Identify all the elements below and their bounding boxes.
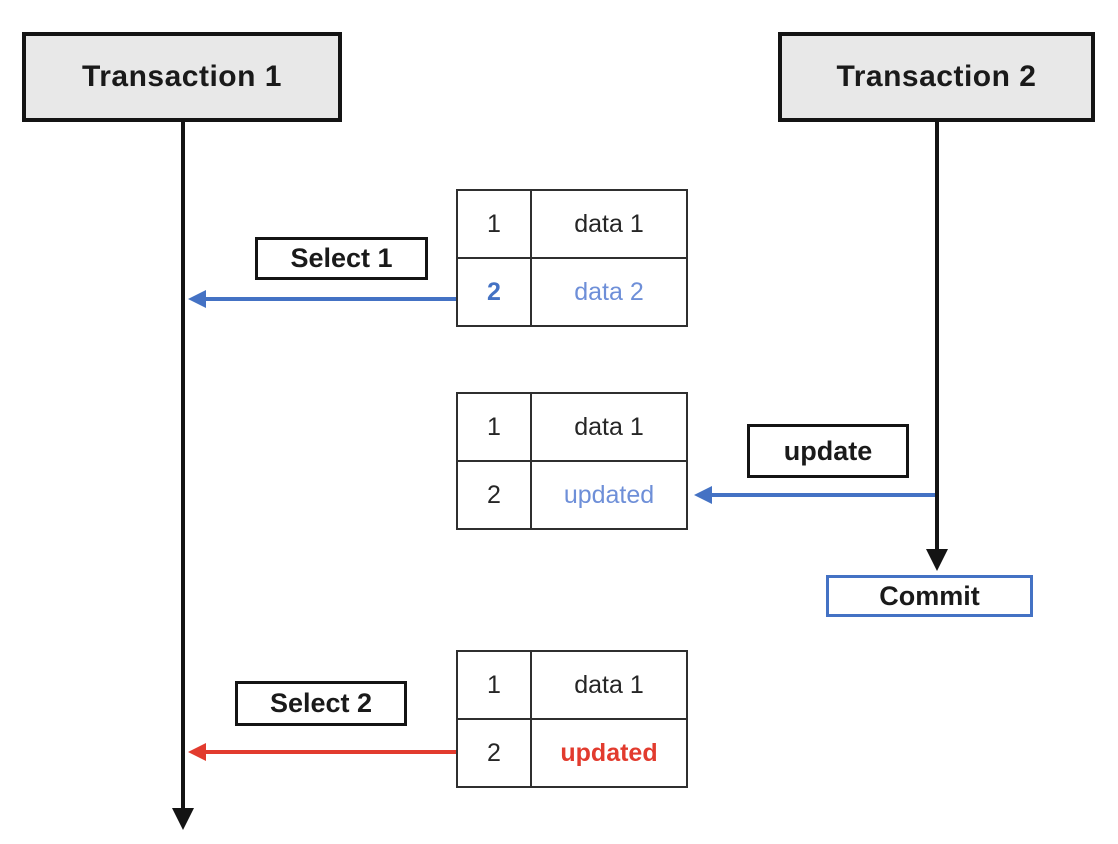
actor-transaction-1-label: Transaction 1: [82, 60, 282, 93]
row-key: 1: [458, 652, 532, 718]
select-2-label: Select 2: [269, 688, 373, 718]
row-key: 2: [458, 720, 532, 786]
table-row: 1 data 1: [458, 394, 686, 460]
update-result-table: 1 data 1 2 updated: [456, 392, 688, 530]
select-2-arrow: [188, 743, 456, 761]
row-value: data 2: [574, 277, 644, 306]
commit-label-box: Commit: [826, 575, 1033, 617]
select-2-label-box: Select 2: [235, 681, 407, 726]
table-row: 2 updated: [458, 460, 686, 528]
row-value: data 1: [574, 670, 644, 699]
row-key: 1: [458, 191, 532, 257]
row-value: updated: [563, 480, 655, 509]
row-key: 1: [458, 394, 532, 460]
actor-transaction-2-label: Transaction 2: [836, 60, 1037, 93]
row-key: 2: [458, 462, 532, 528]
select-1-label: Select 1: [290, 243, 393, 273]
select-1-arrow: [188, 290, 456, 308]
select-2-result-table: 1 data 1 2 updated: [456, 650, 688, 788]
table-row: 1 data 1: [458, 191, 686, 257]
transaction-1-lifeline-arrowhead-icon: [172, 808, 194, 830]
actor-transaction-2: Transaction 2: [778, 32, 1095, 122]
transaction-2-commit-arrowhead-icon: [926, 549, 948, 571]
table-row: 2 updated: [458, 718, 686, 786]
row-value: data 1: [574, 209, 644, 238]
commit-label: Commit: [879, 580, 980, 611]
transaction-2-lifeline: [935, 122, 939, 550]
select-1-result-table: 1 data 1 2 data 2: [456, 189, 688, 327]
update-arrow: [694, 486, 935, 504]
row-value: data 1: [574, 412, 644, 441]
actor-transaction-1: Transaction 1: [22, 32, 342, 122]
select-1-label-box: Select 1: [255, 237, 428, 280]
update-label-box: update: [747, 424, 909, 478]
transaction-1-lifeline: [181, 122, 185, 810]
table-row: 1 data 1: [458, 652, 686, 718]
row-value: updated: [560, 738, 658, 767]
row-key: 2: [458, 259, 532, 325]
update-label: update: [783, 435, 873, 466]
table-row: 2 data 2: [458, 257, 686, 325]
